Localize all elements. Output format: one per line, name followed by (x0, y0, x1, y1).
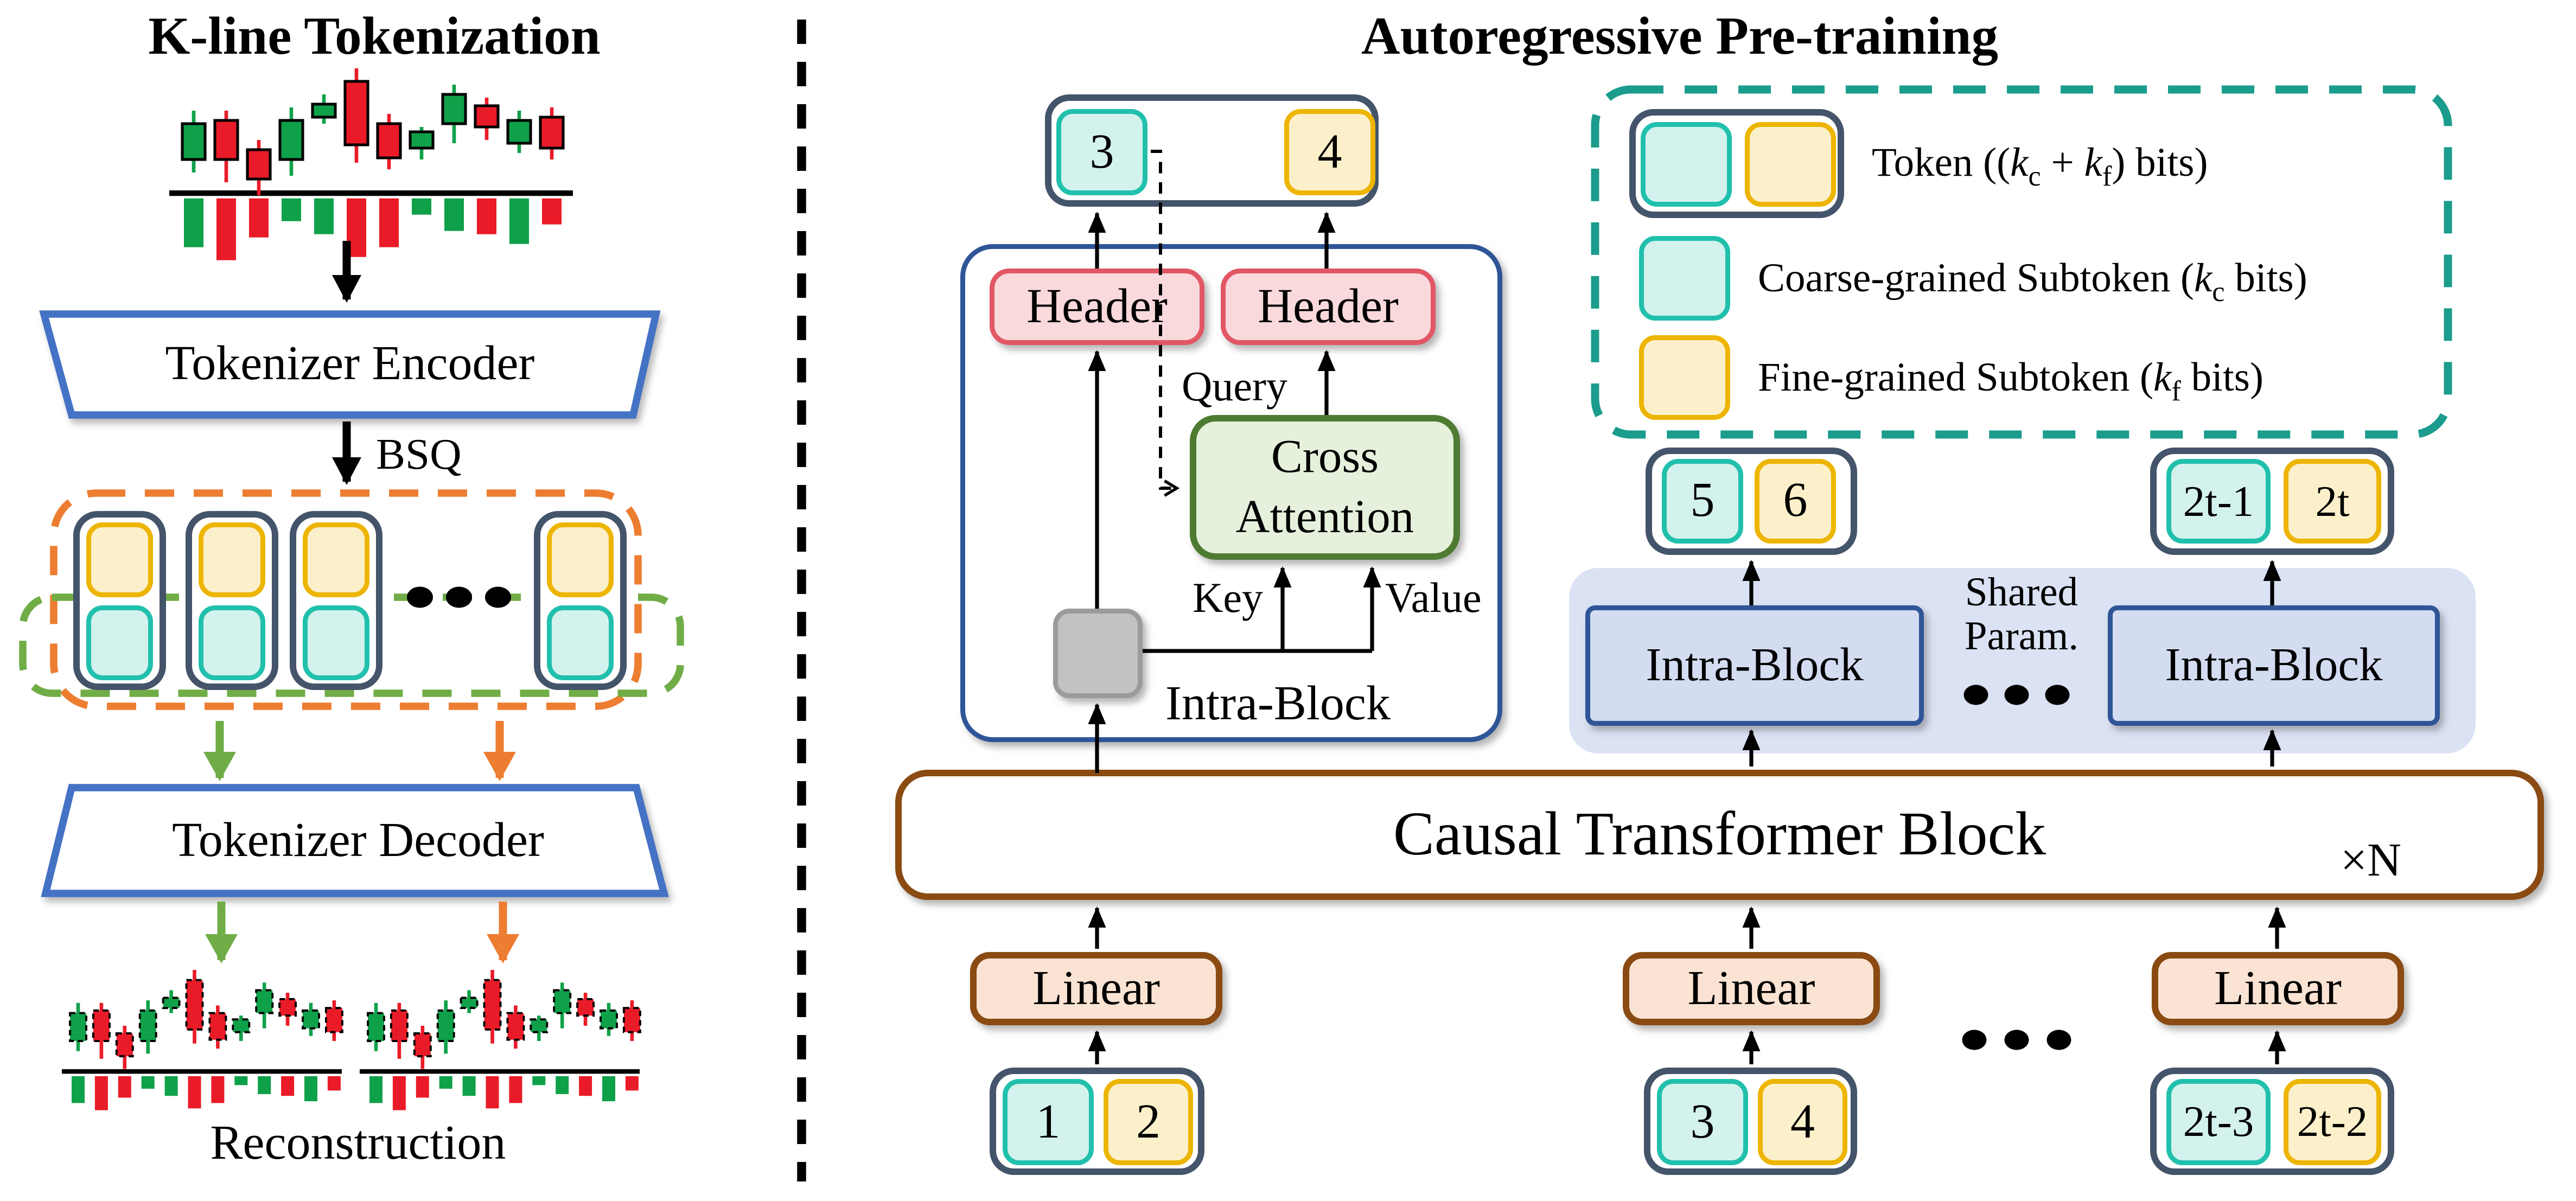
ellipsis-dot (2004, 685, 2029, 705)
left-title: K-line Tokenization (148, 7, 601, 66)
fine-subtoken: 4 (1758, 1079, 1847, 1165)
intra-block-box-2: Intra-Block (2108, 605, 2440, 726)
key-label: Key (1193, 574, 1263, 622)
legend-fine-swatch (1639, 335, 1730, 420)
fine-subtoken: 2t-2 (2284, 1079, 2381, 1165)
ellipsis-dot (407, 586, 433, 608)
hidden-state-box (1053, 609, 1143, 698)
coarse-subtoken-swatch (547, 605, 614, 680)
cross-attention-box: Cross Attention (1190, 415, 1460, 560)
output-coarse-subtoken: 3 (1056, 109, 1147, 195)
fine-subtoken-swatch (547, 522, 614, 597)
shared-label-line1: Shared (1965, 571, 2078, 615)
quantized-token (186, 511, 278, 690)
ellipsis-dot (2004, 1030, 2029, 1050)
times-n-label: ×N (2341, 835, 2401, 887)
input-token-12: 1 2 (990, 1068, 1204, 1175)
fine-subtoken-swatch (199, 522, 265, 597)
linear-box-1: Linear (970, 952, 1222, 1025)
predicted-token-2t: 2t-1 2t (2150, 448, 2394, 555)
input-token-2t: 2t-3 2t-2 (2150, 1068, 2394, 1175)
reconstruction-chart-1 (62, 970, 343, 1110)
header-box-coarse: Header (990, 269, 1204, 345)
coarse-subtoken-swatch (86, 605, 153, 680)
coarse-subtoken: 1 (1003, 1079, 1094, 1165)
output-fine-subtoken: 4 (1284, 109, 1375, 195)
ellipsis-dot (2046, 1030, 2071, 1050)
causal-transformer-block (895, 770, 2544, 900)
tokenizer-decoder-label: Tokenizer Decoder (172, 814, 544, 867)
ellipsis-dot (485, 586, 511, 608)
intra-block-box-1: Intra-Block (1585, 605, 1924, 726)
bsq-label: BSQ (376, 430, 462, 478)
input-token-34: 3 4 (1644, 1068, 1857, 1175)
linear-box-2: Linear (1623, 952, 1880, 1025)
legend-label-coarse: Coarse-grained Subtoken (kc bits) (1758, 257, 2307, 308)
legend-dashed-border (1591, 85, 2452, 439)
ellipsis-dot (1962, 1030, 1987, 1050)
coarse-subtoken: 3 (1657, 1079, 1748, 1165)
legend-coarse-swatch (1639, 236, 1730, 321)
shared-param-label: Shared Param. (1932, 570, 2111, 661)
quantized-token (73, 511, 166, 690)
right-title: Autoregressive Pre-training (1361, 7, 1999, 66)
cross-attention-line1: Cross (1271, 430, 1379, 483)
query-label: Query (1182, 363, 1287, 410)
ellipsis-dot (2045, 685, 2070, 705)
output-token: 3 4 (1045, 94, 1379, 207)
fine-subtoken-swatch (303, 522, 369, 597)
cross-attention-line2: Attention (1235, 490, 1414, 543)
quantized-token (534, 511, 627, 690)
query-dashed-arrow (1151, 150, 1180, 497)
legend-token-fine-swatch (1745, 122, 1836, 207)
fine-subtoken: 6 (1755, 459, 1836, 544)
legend-token-swatch (1629, 109, 1844, 218)
header-box-fine: Header (1221, 269, 1436, 345)
legend-token-coarse-swatch (1641, 122, 1732, 207)
coarse-subtoken: 5 (1662, 459, 1743, 544)
kline-chart (169, 68, 573, 260)
coarse-subtoken: 2t-1 (2166, 459, 2271, 544)
shared-label-line2: Param. (1964, 615, 2079, 659)
tokenizer-decoder-shape (41, 784, 669, 897)
coarse-subtoken: 2t-3 (2166, 1079, 2271, 1165)
tokenizer-encoder-label: Tokenizer Encoder (165, 337, 535, 391)
predicted-token-56: 5 6 (1646, 448, 1857, 555)
coarse-subtoken-swatch (303, 605, 369, 680)
fine-subtoken: 2 (1104, 1079, 1193, 1165)
value-label: Value (1385, 574, 1482, 622)
reconstruction-label: Reconstruction (210, 1116, 506, 1170)
ellipsis-dot (446, 586, 472, 608)
intra-block-container-label: Intra-Block (1165, 677, 1391, 731)
reconstruction-chart-2 (360, 970, 641, 1110)
legend-label-fine: Fine-grained Subtoken (kf bits) (1758, 356, 2263, 407)
fine-subtoken-swatch (86, 522, 153, 597)
quantized-token (290, 511, 382, 690)
legend-label-token: Token ((kc + kf) bits) (1872, 142, 2208, 192)
fine-subtoken: 2t (2284, 459, 2381, 544)
linear-box-3: Linear (2152, 952, 2404, 1025)
ellipsis-dot (1963, 685, 1988, 705)
coarse-subtoken-swatch (199, 605, 265, 680)
tokenizer-encoder-shape (39, 310, 661, 419)
causal-transformer-label: Causal Transformer Block (1393, 801, 2046, 869)
